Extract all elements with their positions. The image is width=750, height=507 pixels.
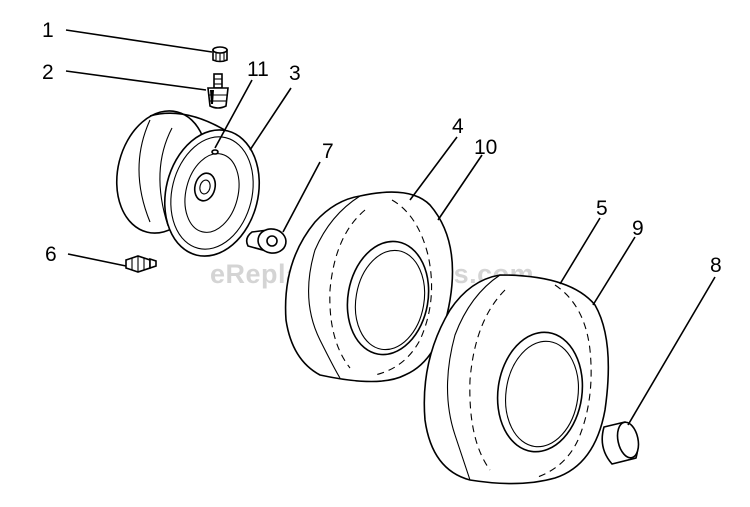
- part-8-spacer[interactable]: [601, 420, 641, 465]
- callout-6: 6: [45, 243, 57, 266]
- callout-2: 2: [42, 61, 54, 84]
- callout-5: 5: [596, 197, 608, 220]
- part-6-grease-fitting[interactable]: [125, 255, 157, 273]
- part-5-tire[interactable]: [423, 274, 610, 485]
- callout-4: 4: [452, 115, 464, 138]
- part-4-tire[interactable]: [284, 191, 454, 383]
- callout-9: 9: [632, 217, 644, 240]
- leader-lines: [65, 29, 716, 426]
- callout-labels: 1 2 11 3 7 4 10 6 5 9 8: [42, 19, 722, 277]
- callout-10: 10: [474, 136, 497, 159]
- part-7-bushing[interactable]: [245, 227, 288, 255]
- callout-8: 8: [710, 254, 722, 277]
- callout-11: 11: [247, 58, 269, 81]
- callout-1: 1: [42, 19, 54, 42]
- callout-7: 7: [322, 140, 334, 163]
- callout-3: 3: [289, 62, 301, 85]
- part-3-wheel-rim[interactable]: [104, 101, 272, 266]
- part-1-valve-cap[interactable]: [212, 46, 228, 63]
- part-2-valve-stem[interactable]: [207, 73, 229, 109]
